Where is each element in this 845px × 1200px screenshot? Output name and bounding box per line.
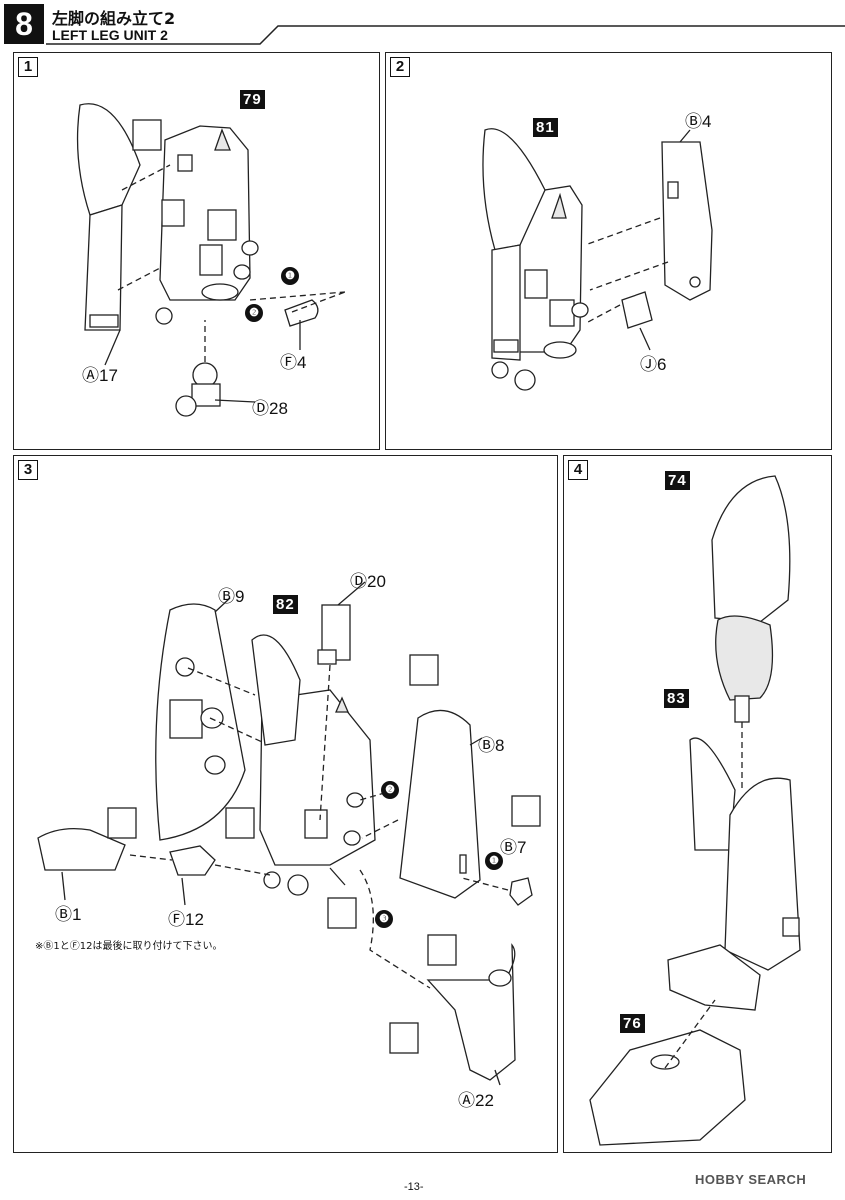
armor-upper-81	[482, 128, 546, 361]
watermark: HOBBY SEARCH	[695, 1172, 807, 1187]
step-badge-1: ❶	[485, 852, 503, 870]
part-number-79: 79	[240, 90, 265, 109]
part-number-76: 76	[620, 1014, 645, 1033]
foot-76	[589, 1029, 746, 1146]
leg-frame-79	[155, 125, 259, 325]
header-tab-outline	[46, 25, 845, 45]
page-header: 8 左脚の組み立て2 LEFT LEG UNIT 2	[0, 0, 845, 50]
panel-2: 2	[385, 52, 832, 450]
armor-a17	[76, 103, 141, 331]
label-f12: Ⓕ12	[168, 910, 204, 929]
panel-number: 4	[568, 460, 588, 480]
tool-icons-3	[107, 654, 541, 1054]
step-badge-2: ❷	[381, 781, 399, 799]
panel-1: 1	[13, 52, 380, 450]
outer-armor-b8	[399, 709, 481, 899]
title-japanese: 左脚の組み立て2	[52, 9, 176, 28]
cap-f4	[284, 299, 319, 327]
step-badge-3: ❸	[375, 910, 393, 928]
joint-d28	[175, 362, 221, 417]
label-d28: Ⓓ28	[252, 399, 288, 418]
label-d20: Ⓓ20	[350, 572, 386, 591]
step-badge-1: ❶	[281, 267, 299, 285]
label-a17: Ⓐ17	[82, 366, 118, 385]
part-number-82: 82	[273, 595, 298, 614]
cap-b7	[509, 877, 533, 906]
label-b1: Ⓑ1	[55, 905, 82, 924]
page-number: -13-	[404, 1181, 424, 1193]
knee-b1	[37, 827, 126, 871]
label-f4: Ⓕ4	[280, 353, 307, 372]
part-d20	[317, 604, 351, 665]
block-j6	[621, 291, 653, 329]
foot-guard-a22	[426, 943, 516, 1081]
label-b7: Ⓑ7	[500, 838, 527, 857]
label-b9: Ⓑ9	[218, 587, 245, 606]
part-number-74: 74	[665, 471, 690, 490]
side-plate-b4	[661, 141, 713, 301]
label-b4: Ⓑ4	[685, 112, 712, 131]
panel-4: 4	[563, 455, 832, 1153]
part-number-81: 81	[533, 118, 558, 137]
label-a22: Ⓐ22	[458, 1091, 494, 1110]
panel-number: 1	[18, 57, 38, 77]
part-number-83: 83	[664, 689, 689, 708]
label-j6: Ⓙ6	[640, 355, 667, 374]
panel-number: 2	[390, 57, 410, 77]
assembly-note: ※Ⓑ1とⒻ12は最後に取り付けて下さい。	[35, 941, 223, 952]
label-b8: Ⓑ8	[478, 736, 505, 755]
title-english: LEFT LEG UNIT 2	[52, 27, 168, 43]
tool-icon-1	[132, 119, 162, 151]
step-badge-2: ❷	[245, 304, 263, 322]
panel-number: 3	[18, 460, 38, 480]
step-number: 8	[4, 4, 44, 44]
lower-leg-83	[667, 737, 801, 1011]
side-armor-b9	[155, 603, 246, 841]
panel-3: 3	[13, 455, 558, 1153]
leg-frame-82	[251, 634, 376, 896]
thigh-74	[711, 475, 791, 723]
part-f12	[169, 845, 216, 876]
